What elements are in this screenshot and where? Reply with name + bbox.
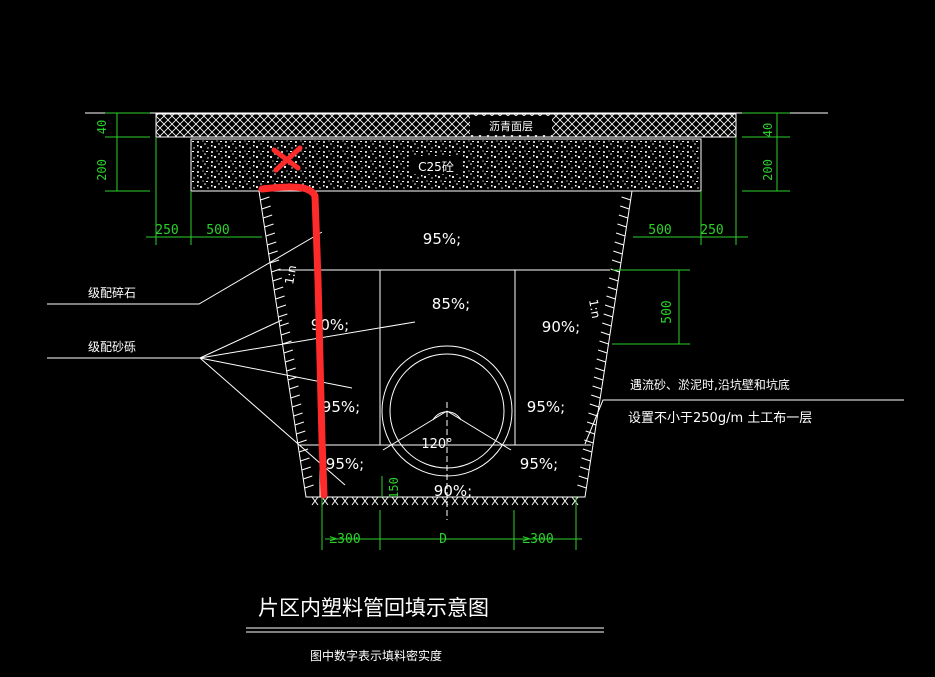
- drawing-subtitle: 图中数字表示填料密实度: [310, 648, 442, 663]
- dim-left-base: 200: [95, 159, 109, 181]
- angle-ray-right: [446, 410, 512, 451]
- dimension-lines: [105, 112, 790, 550]
- compaction-top: 95%;: [423, 230, 461, 248]
- compaction-right-upper: 90%;: [542, 318, 580, 336]
- asphalt-label-bg: [470, 116, 552, 135]
- dim-left-shoulder: 250: [155, 223, 178, 238]
- sand-leader-ray-3: [199, 357, 353, 389]
- compaction-left-lower: 95%;: [326, 455, 364, 473]
- dim-bottom-mid: D: [439, 532, 447, 547]
- sand-leader-ray-2: [199, 319, 283, 359]
- red-x-mark: [271, 145, 303, 173]
- dim-bedding: 150: [387, 477, 401, 499]
- dim-bottom-left: ≥300: [329, 532, 360, 547]
- slope-right-label: 1:n: [586, 298, 603, 319]
- right-wall-hatching: [577, 196, 631, 489]
- note-leader: [584, 399, 904, 445]
- dim-right-offset: 500: [648, 223, 671, 238]
- red-markup-stroke: [258, 183, 328, 499]
- slope-left-label: 1:n: [282, 264, 299, 285]
- gravel-label: 级配碎石: [88, 285, 136, 300]
- dim-zone-height: 500: [660, 300, 675, 323]
- gravel-leader: [47, 231, 323, 305]
- concrete-label: C25砼: [418, 160, 454, 174]
- compaction-right-lower: 95%;: [520, 455, 558, 473]
- compaction-bottom: 90%;: [434, 482, 472, 500]
- sand-leader-ray-1: [199, 321, 416, 359]
- dim-right-shoulder: 250: [700, 223, 723, 238]
- asphalt-label: 沥青面层: [489, 120, 533, 133]
- dim-right-top: 40: [761, 123, 775, 137]
- dim-bottom-right: ≥300: [522, 532, 553, 547]
- dim-left-top: 40: [95, 120, 109, 134]
- left-wall-hatching: [260, 196, 314, 489]
- compaction-mid: 85%;: [432, 295, 470, 313]
- drawing-title: 片区内塑料管回填示意图: [258, 596, 489, 620]
- compaction-right-middle: 95%;: [527, 398, 565, 416]
- asphalt-layer: [155, 113, 737, 138]
- dim-left-offset: 500: [206, 223, 229, 238]
- note-line-2: 设置不小于250g/m 土工布一层: [628, 411, 812, 426]
- concrete-label-bg: [410, 156, 462, 174]
- sand-label: 级配砂砾: [88, 340, 136, 354]
- angle-ray-left: [382, 410, 448, 451]
- compaction-left-middle: 95%;: [322, 398, 360, 416]
- dim-right-base: 200: [761, 159, 775, 181]
- bottom-hatching: [311, 496, 579, 506]
- note-line-1: 遇流砂、淤泥时,沿坑壁和坑底: [630, 377, 790, 392]
- angle-label: 120°: [421, 437, 452, 452]
